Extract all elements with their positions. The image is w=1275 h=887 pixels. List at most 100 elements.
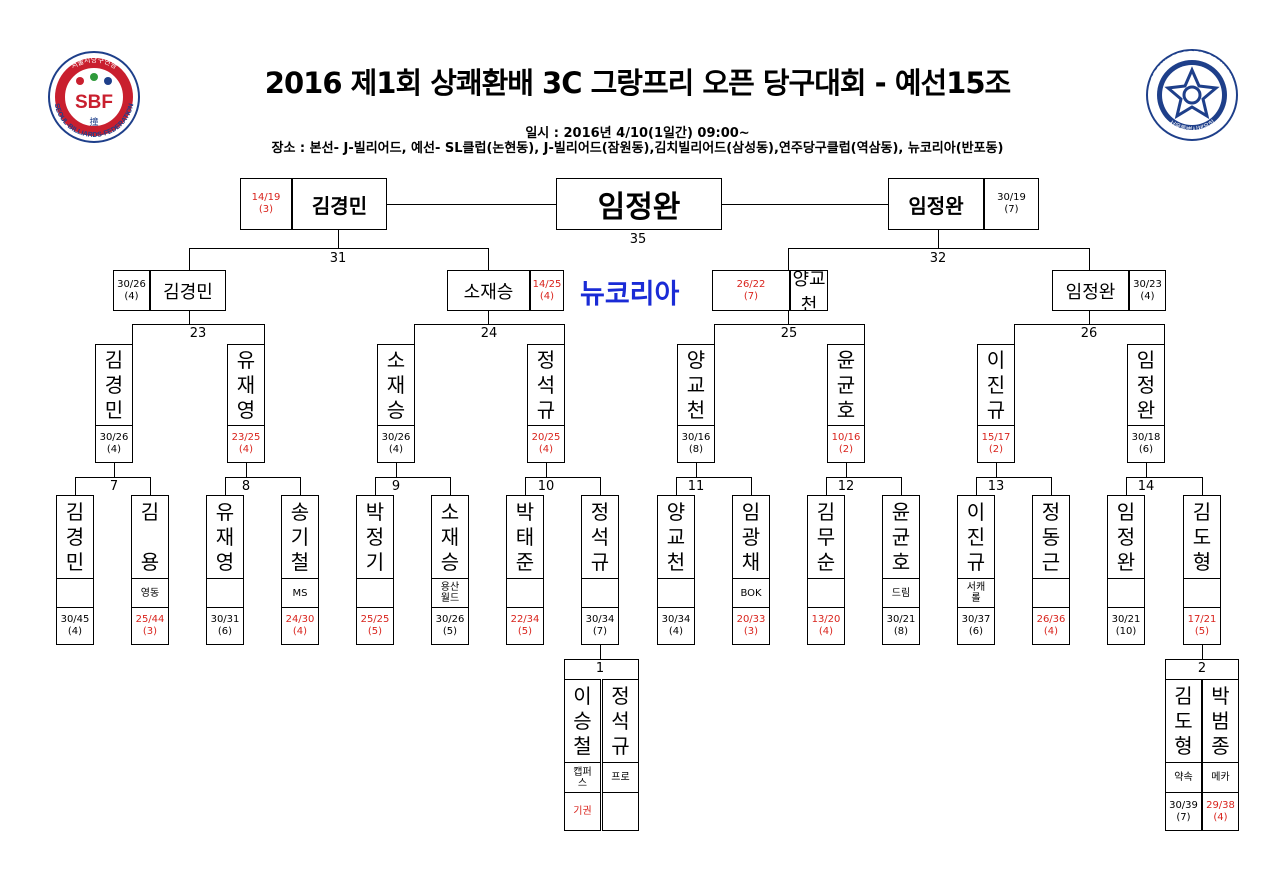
score-text: 25/25 (5) <box>360 614 390 637</box>
bracket-line <box>1146 463 1147 477</box>
match-number: 2 <box>1197 661 1207 676</box>
player-name: 박 범 종 <box>1211 683 1230 758</box>
bracket-line <box>676 477 752 478</box>
player-name-cell: 정 석 규 <box>527 344 565 426</box>
player-name: 임 광 채 <box>741 499 761 574</box>
score-text: 30/18 (6) <box>1131 432 1161 455</box>
match-number: 10 <box>537 479 555 494</box>
score-cell: 30/21 (8) <box>882 607 920 645</box>
player-name: 김경민 <box>163 281 213 303</box>
player-name-cell: 소 재 승 <box>377 344 415 426</box>
score-cell: 26/36 (4) <box>1032 607 1070 645</box>
player-name: 유 재 영 <box>215 499 235 574</box>
player-name: 윤 균 호 <box>836 347 856 422</box>
score-text: 30/19 (7) <box>997 192 1026 215</box>
player-name: 임정완 <box>908 193 964 218</box>
match-number: 32 <box>929 251 947 266</box>
score-text: 23/25 (4) <box>231 432 261 455</box>
player-name: 김 경 민 <box>104 347 124 422</box>
bracket-line <box>600 645 601 659</box>
match-number: 23 <box>189 326 207 341</box>
bracket-line <box>1089 248 1090 270</box>
score-cell: 30/16 (8) <box>677 425 715 463</box>
player-name: 유 재 영 <box>236 347 256 422</box>
bracket-line <box>375 477 376 495</box>
player-name: 소 재 승 <box>440 499 460 574</box>
bracket-line <box>414 324 565 325</box>
score-text: 30/23 (4) <box>1133 278 1162 302</box>
club-cell: 영동 <box>131 578 169 608</box>
score-cell: 30/31 (6) <box>206 607 244 645</box>
club-cell: 드림 <box>882 578 920 608</box>
score-cell: 23/25 (4) <box>227 425 265 463</box>
bracket-line <box>300 477 301 495</box>
score-cell: 30/26 (4) <box>377 425 415 463</box>
score-cell: 30/39 (7) <box>1165 792 1202 831</box>
player-name: 김 도 형 <box>1192 499 1212 574</box>
score-cell: 30/34 (4) <box>657 607 695 645</box>
score-text: 30/26 (4) <box>117 278 146 302</box>
player-name-cell: 김경민 <box>150 270 226 311</box>
bracket-line <box>676 477 677 495</box>
player-name-cell: 이 승 철 <box>564 679 601 763</box>
score-cell: 29/38 (4) <box>1202 792 1239 831</box>
bracket-line <box>525 477 601 478</box>
bracket-line <box>696 463 697 477</box>
bracket-line <box>414 324 415 344</box>
score-cell: 30/26 (4) <box>113 270 150 311</box>
player-name: 이 진 규 <box>966 499 986 574</box>
bracket-line <box>938 230 939 248</box>
score-cell: 기권 <box>564 792 601 831</box>
club-cell: 캡퍼 스 <box>564 762 601 793</box>
player-name-cell: 김 용 <box>131 495 169 579</box>
score-cell: 17/21 (5) <box>1183 607 1221 645</box>
club-name: 서캐 롤 <box>966 582 986 604</box>
bracket-line <box>375 477 451 478</box>
bracket-line <box>450 477 451 495</box>
club-cell <box>807 578 845 608</box>
bracket-line <box>1238 659 1239 679</box>
club-name: 영동 <box>140 587 160 599</box>
bracket-line <box>600 477 601 495</box>
ball-blue <box>104 77 112 85</box>
club-cell <box>1107 578 1145 608</box>
ball-green <box>90 73 98 81</box>
player-name: 김 용 <box>140 499 160 574</box>
bracket-line <box>564 324 565 344</box>
player-name-cell: 김 경 민 <box>56 495 94 579</box>
club-cell: 메카 <box>1202 762 1239 793</box>
bracket-line <box>564 659 639 660</box>
player-name: 김 도 형 <box>1174 683 1193 758</box>
bracket-line <box>488 248 489 270</box>
club-cell <box>356 578 394 608</box>
score-cell: 30/18 (6) <box>1127 425 1165 463</box>
score-cell <box>602 792 639 831</box>
score-cell: 30/34 (7) <box>581 607 619 645</box>
ball-red <box>76 77 84 85</box>
score-text: 30/37 (6) <box>961 614 991 637</box>
match-number: 26 <box>1080 326 1098 341</box>
score-cell: 30/19 (7) <box>984 178 1039 230</box>
player-name: 임 정 완 <box>1136 347 1156 422</box>
club-cell <box>1183 578 1221 608</box>
bracket-line <box>1202 477 1203 495</box>
score-text: 25/44 (3) <box>135 614 165 637</box>
score-text: 26/22 (7) <box>736 278 766 302</box>
player-name-cell: 김 경 민 <box>95 344 133 426</box>
player-name-cell: 김 도 형 <box>1165 679 1202 763</box>
score-text: 20/33 (3) <box>736 614 766 637</box>
bracket-line <box>714 324 715 344</box>
score-text: 20/25 (4) <box>531 432 561 455</box>
sbf-logo-sub: 撞 <box>89 116 98 128</box>
player-name-cell: 유 재 영 <box>227 344 265 426</box>
score-cell: 22/34 (5) <box>506 607 544 645</box>
score-text: 15/17 (2) <box>981 432 1011 455</box>
club-cell <box>657 578 695 608</box>
score-text: 13/20 (4) <box>811 614 841 637</box>
match-number: 8 <box>241 479 251 494</box>
player-name-cell: 양 교 천 <box>677 344 715 426</box>
score-cell: 25/25 (5) <box>356 607 394 645</box>
bracket-line <box>1126 477 1127 495</box>
player-name-cell: 김 무 순 <box>807 495 845 579</box>
